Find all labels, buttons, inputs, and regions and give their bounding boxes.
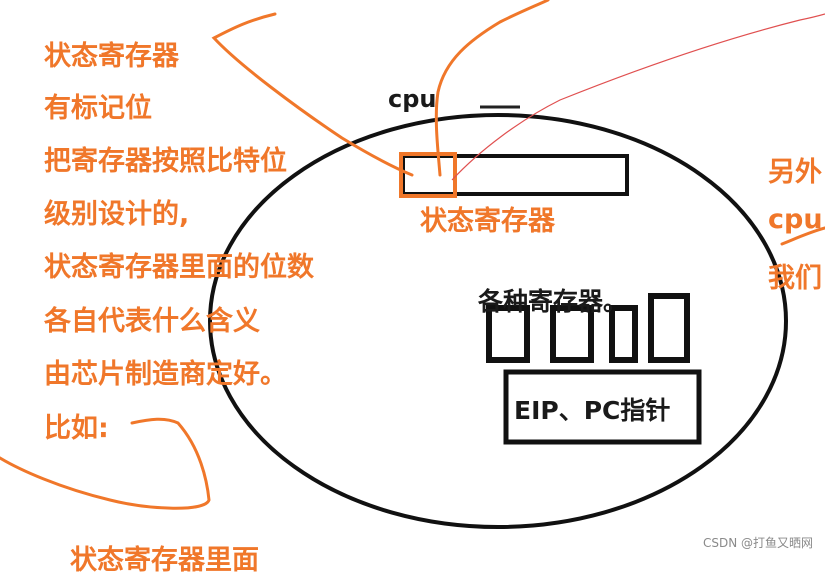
note-line-5: 状态寄存器里面的位数 <box>44 252 314 283</box>
orange-hook-biru <box>0 417 211 510</box>
note-line-8: 比如: <box>44 413 109 444</box>
orange-arrow-to-status <box>211 12 414 177</box>
diagram-canvas <box>0 0 825 529</box>
register-box-3 <box>609 305 638 363</box>
right-note-1: 另外 <box>768 157 822 188</box>
red-line <box>451 13 825 181</box>
register-box-1 <box>486 305 530 363</box>
cpu-label: cpu <box>388 85 437 113</box>
right-note-3: 我们 <box>768 263 822 294</box>
note-line-2: 有标记位 <box>44 93 152 124</box>
watermark: CSDN @打鱼又晒网 <box>702 536 813 550</box>
registers-label: 各种寄存器。 <box>478 287 629 316</box>
bottom-cut-text: 状态寄存器里面 <box>70 545 259 576</box>
cpu-ellipse <box>208 113 788 529</box>
note-line-1: 状态寄存器 <box>44 41 179 72</box>
note-line-3: 把寄存器按照比特位 <box>44 146 287 177</box>
status-register-label: 状态寄存器 <box>420 206 555 237</box>
orange-right-tail <box>780 226 825 246</box>
right-note-2: cpu <box>768 204 823 235</box>
note-line-4: 级别设计的, <box>44 199 190 230</box>
status-register-box <box>401 154 629 196</box>
status-flag-highlight <box>399 152 457 198</box>
eip-pc-label: EIP、PC指针 <box>514 396 671 425</box>
register-box-2 <box>550 305 594 363</box>
note-line-7: 由芯片制造商定好。 <box>44 359 287 390</box>
eip-pc-box <box>503 369 702 445</box>
note-line-6: 各自代表什么含义 <box>44 306 260 337</box>
register-box-4 <box>648 293 690 363</box>
orange-line-up <box>434 0 550 177</box>
